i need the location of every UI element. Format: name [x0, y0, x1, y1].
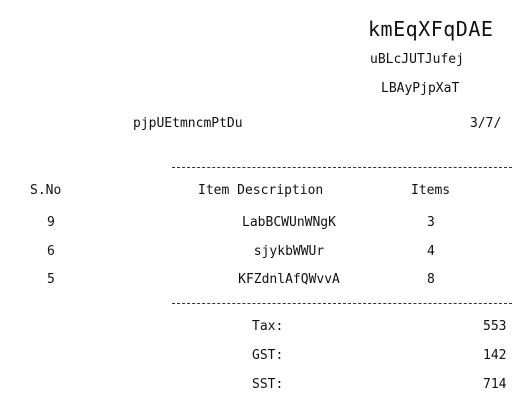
sst-value: 714: [483, 377, 507, 392]
column-header-sno: S.No: [30, 183, 62, 198]
row-items: 8: [427, 272, 435, 287]
row-sno: 5: [47, 272, 55, 287]
tax-label: Tax:: [252, 319, 284, 334]
receipt-id: pjpUEtmncmPtDu: [133, 116, 243, 131]
row-description: sjykbWWUr: [253, 244, 325, 259]
row-sno: 6: [47, 244, 55, 259]
tax-value: 553: [483, 319, 507, 334]
row-items: 3: [427, 215, 435, 230]
store-address-line-2: LBAyPjpXaT: [381, 81, 460, 96]
store-name: kmEqXFqDAE: [368, 17, 494, 41]
row-description: KFZdnlAfQWvvA: [238, 272, 340, 287]
receipt-date: 3/7/: [470, 116, 502, 131]
sst-label: SST:: [252, 377, 284, 392]
row-sno: 9: [47, 215, 55, 230]
divider-bottom: [172, 303, 512, 304]
divider-top: [172, 167, 512, 168]
gst-value: 142: [483, 348, 507, 363]
row-description: LabBCWUnWNgK: [242, 215, 336, 230]
column-header-items: Items: [411, 183, 451, 198]
row-items: 4: [427, 244, 435, 259]
gst-label: GST:: [252, 348, 284, 363]
column-header-description: Item Description: [198, 183, 324, 198]
store-address-line-1: uBLcJUTJufej: [370, 52, 464, 67]
